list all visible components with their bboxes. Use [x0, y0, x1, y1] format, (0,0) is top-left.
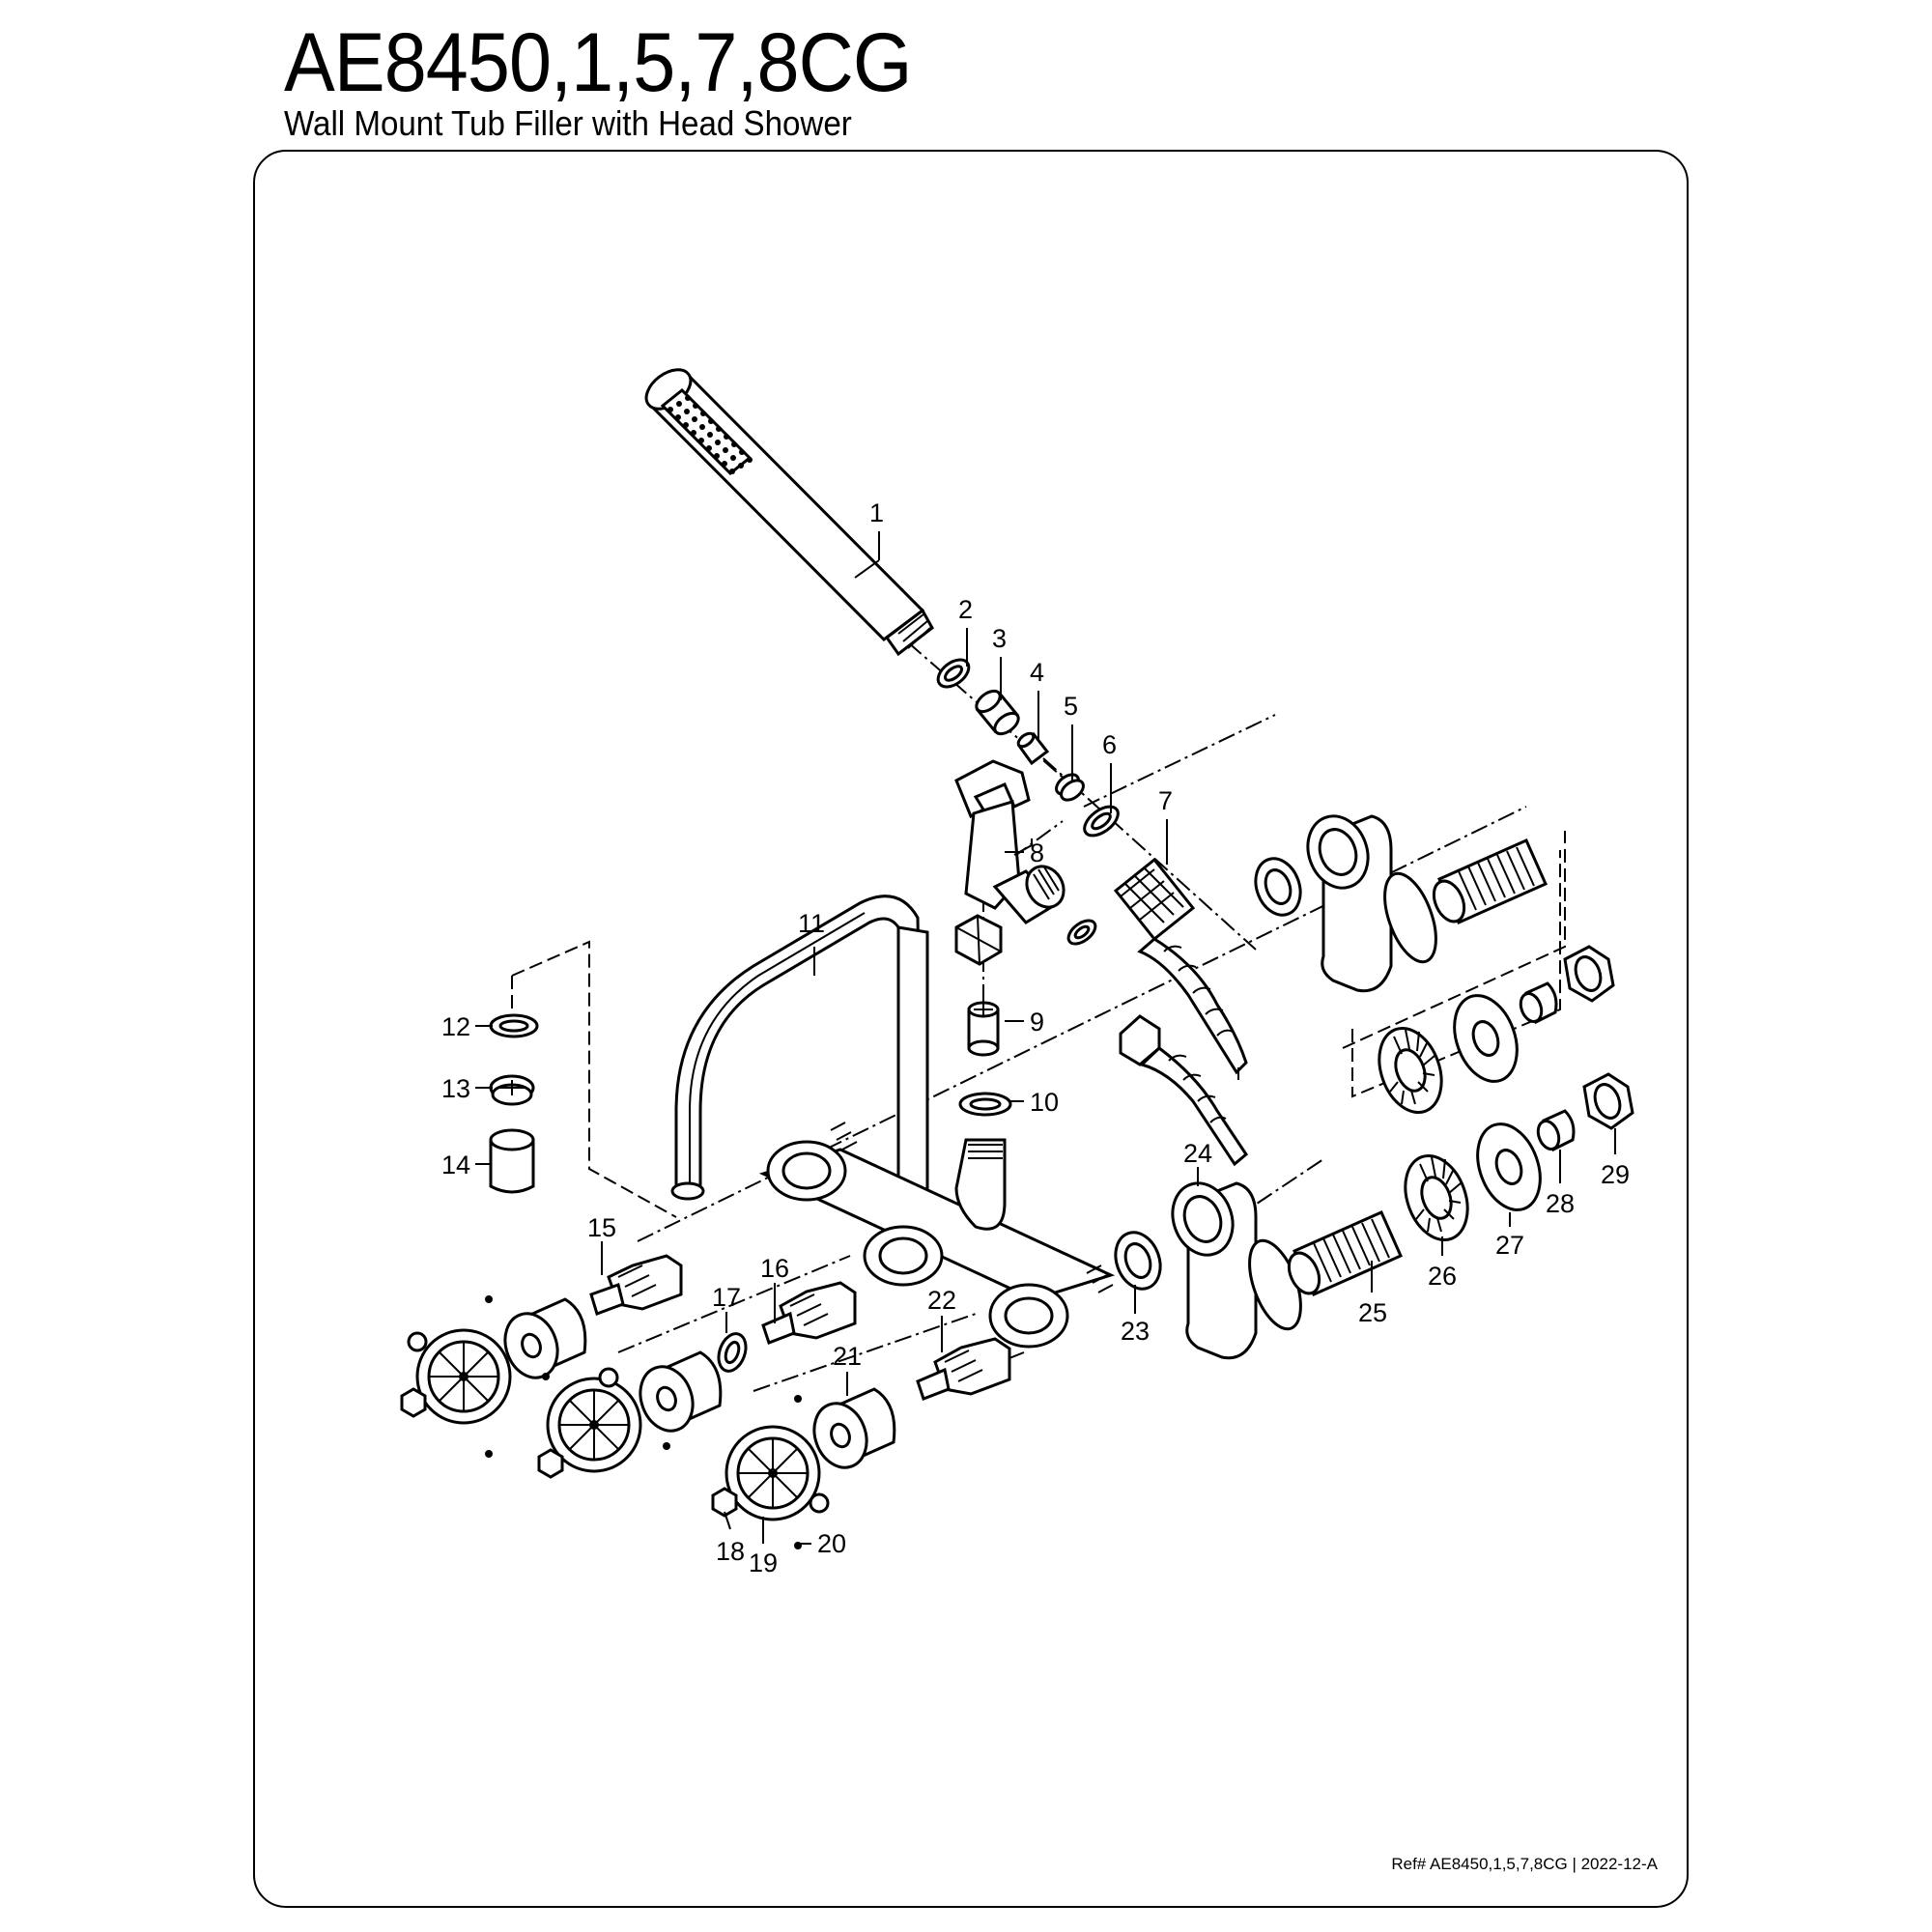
part-label: 4 [1030, 658, 1044, 687]
drawing-frame [253, 150, 1689, 1908]
part-label: 5 [1064, 692, 1078, 721]
part-washer-12 [489, 1013, 539, 1038]
part-star-flange-26 [1404, 1153, 1469, 1242]
part-washer-23 [1114, 1231, 1162, 1291]
part-hex-nut-upper [1563, 945, 1615, 1003]
part-washer-upper-27 [1453, 994, 1519, 1083]
part-diverter-holder-8 [954, 759, 1065, 966]
part-label: 13 [441, 1074, 470, 1103]
part-spout-body-11 [670, 895, 1116, 1349]
part-label: 26 [1428, 1262, 1457, 1291]
part-label: 15 [587, 1213, 616, 1242]
part-label: 3 [992, 624, 1007, 653]
part-labels: 1 2 3 4 5 6 7 8 9 10 11 12 13 14 15 16 1… [441, 498, 1630, 1577]
part-washer-17 [717, 1332, 748, 1373]
part-cartridge-22 [916, 1337, 1011, 1401]
reference-note: Ref# AE8450,1,5,7,8CG | 2022-12-A [1391, 1855, 1658, 1873]
part-label: 28 [1546, 1189, 1575, 1218]
part-label: 17 [712, 1283, 741, 1312]
part-label: 23 [1121, 1317, 1150, 1346]
part-washer-8b [1066, 919, 1097, 946]
part-hose-connector-7 [1113, 857, 1248, 1080]
part-label: 22 [927, 1286, 956, 1315]
part-label: 6 [1102, 730, 1117, 759]
part-filter-5 [1055, 773, 1085, 802]
part-sleeve-a [503, 1297, 587, 1379]
part-cone-28 [1536, 1109, 1576, 1152]
part-label: 25 [1358, 1298, 1387, 1327]
leader-lines [475, 531, 1616, 1545]
part-threaded-nipple-upper [1432, 838, 1548, 924]
part-hose-connector-lower [1119, 1014, 1248, 1167]
part-washer-27 [1476, 1122, 1542, 1211]
part-check-valve-9 [967, 1001, 1000, 1057]
part-label: 24 [1183, 1139, 1212, 1168]
part-label: 16 [760, 1254, 789, 1283]
part-label: 11 [798, 909, 825, 938]
part-washer-6 [1083, 805, 1120, 838]
part-label: 27 [1495, 1231, 1524, 1260]
part-label: 7 [1158, 786, 1173, 815]
part-adapter-3 [975, 689, 1020, 736]
part-aerator-13 [489, 1074, 535, 1106]
part-hand-shower [644, 368, 934, 657]
part-label: 1 [869, 498, 884, 527]
part-star-flange-upper [1378, 1026, 1443, 1115]
part-handle-middle [537, 1367, 670, 1479]
part-eccentric-24 [1171, 1181, 1302, 1360]
part-washer-10 [958, 1092, 1012, 1117]
part-label: 8 [1030, 838, 1044, 867]
part-check-valve-4 [1016, 731, 1050, 766]
part-label: 19 [749, 1548, 778, 1577]
part-hex-nut-29 [1582, 1072, 1634, 1130]
part-sleeve-b [639, 1350, 723, 1433]
page-title: AE8450,1,5,7,8CG [284, 16, 912, 109]
part-sleeve-21 [812, 1387, 896, 1469]
part-label: 20 [817, 1529, 846, 1558]
part-handle-19 [711, 1395, 830, 1549]
part-label: 29 [1601, 1160, 1630, 1189]
part-label: 2 [958, 595, 973, 624]
part-threaded-nipple-25 [1287, 1210, 1403, 1296]
part-label: 9 [1030, 1008, 1044, 1037]
part-cartridge-15 [589, 1254, 683, 1316]
part-label: 18 [716, 1537, 745, 1566]
part-washer-upper [1254, 857, 1302, 917]
part-label: 12 [441, 1012, 470, 1041]
page-subtitle: Wall Mount Tub Filler with Head Shower [284, 103, 852, 143]
part-handle-left [400, 1295, 512, 1458]
part-aerator-housing-14 [489, 1128, 535, 1194]
part-label: 21 [833, 1342, 862, 1371]
part-label: 10 [1030, 1088, 1059, 1117]
part-eccentric-upper [1306, 814, 1437, 993]
part-cone-upper [1519, 981, 1558, 1025]
part-cartridge-16 [761, 1281, 857, 1345]
part-label: 14 [441, 1151, 470, 1179]
